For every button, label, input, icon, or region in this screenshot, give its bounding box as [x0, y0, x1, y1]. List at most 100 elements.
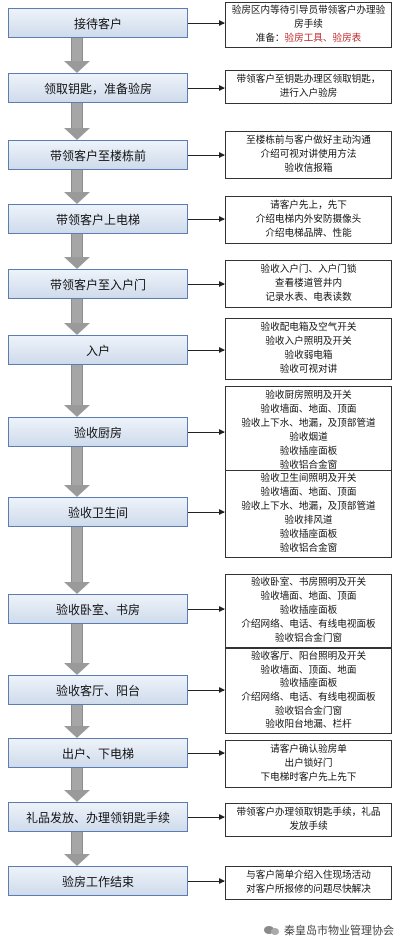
note-line: 验收弱电箱: [284, 350, 333, 361]
connector-arrow-icon: [188, 347, 225, 353]
note-bathroom: 验收卫生间照明及开关 验收墙面、地面、顶面 验收上下水、地漏，及顶部管道 验收排…: [225, 470, 392, 558]
note-line: 验收烟道: [289, 432, 328, 443]
note-to-door: 验收入户门、入户门锁 查看楼道管井内 记录水表、电表读数: [225, 260, 392, 308]
note-line: 发放手续: [289, 821, 328, 832]
note-line: 请客户先上，先下: [270, 200, 347, 211]
note-line: 验收上下水、地漏，及顶部管道: [241, 418, 376, 429]
flow-arrow-icon: [64, 170, 90, 204]
watermark-text: 秦皇岛市物业管理协会: [284, 924, 394, 937]
connector-arrow-icon: [188, 814, 225, 820]
flow-arrow-icon: [64, 299, 90, 335]
note-line: 进行入户验房: [279, 88, 338, 99]
step-box-enter: 入户: [8, 335, 188, 365]
note-line: 验收配电箱及空气开关: [260, 322, 357, 333]
note-line: 验收卧室、书房照明及开关: [250, 577, 367, 588]
note-line: 介绍网络、电话、有线电视面板: [241, 619, 376, 630]
note-line: 带领客户办理领取钥匙手续，礼品: [236, 807, 381, 818]
note-line: 介绍电梯内外安防摄像头: [255, 214, 362, 225]
note-line: 验收墙面、地面、顶面: [260, 487, 357, 498]
flow-arrow-icon: [64, 624, 90, 675]
note-line: 验收可视对讲: [279, 364, 338, 375]
note-get-keys: 带领客户至钥匙办理区领取钥匙， 进行入户验房: [225, 70, 392, 104]
note-line: 介绍可视对讲使用方法: [260, 149, 357, 160]
note-line: 验收卫生间照明及开关: [260, 473, 357, 484]
note-line: 验收铝合金门窗: [274, 633, 343, 644]
note-line: 介绍网络、电话、有线电视面板: [241, 692, 376, 703]
flow-arrow-icon: [64, 365, 90, 417]
note-keys-gifts: 带领客户办理领取钥匙手续，礼品 发放手续: [225, 803, 392, 837]
note-line: 验收上下水、地漏，及顶部管道: [241, 501, 376, 512]
note-line: 验收阳台地漏、栏杆: [265, 719, 352, 731]
wechat-icon: [264, 924, 280, 936]
prep-items: 验房工具、验房表: [284, 33, 362, 44]
note-reception: 验房区内等待引导员带领客户办理验房手续 准备：验房工具、验房表: [225, 2, 392, 48]
step-box-keys-gifts: 礼品发放、办理领钥匙手续: [8, 802, 188, 832]
note-line: 验收墙面、顶面、地面: [260, 664, 357, 676]
step-box-elevator: 带领客户上电梯: [8, 204, 188, 234]
step-box-bathroom: 验收卫生间: [8, 497, 188, 527]
connector-arrow-icon: [188, 85, 225, 91]
flow-arrow-icon: [64, 38, 90, 73]
note-line: 至楼栋前与客户做好主动沟通: [246, 135, 371, 146]
flow-arrow-icon: [64, 447, 90, 497]
connector-arrow-icon: [188, 20, 225, 26]
note-line-prep: 准备：验房工具、验房表: [228, 32, 389, 46]
note-end: 与客户简单介绍入住现场活动 对客户所报修的问题尽快解决: [225, 866, 392, 900]
note-line: 验收信报箱: [284, 163, 333, 174]
note-line: 查看楼道管井内: [274, 278, 343, 289]
note-line: 验收入户门、入户门锁: [260, 264, 357, 275]
step-box-get-keys: 领取钥匙，准备验房: [8, 73, 188, 103]
note-line: 请客户确认验房单: [270, 744, 347, 755]
note-line: 验收铝合金门窗: [274, 705, 343, 717]
note-line: 验收插座面板: [279, 529, 338, 540]
flow-arrow-icon: [64, 103, 90, 140]
note-line: 验收铝合金窗: [279, 460, 338, 471]
note-line: 验收铝合金窗: [279, 543, 338, 554]
note-living-room: 验收客厅、阳台照明及开关 验收墙面、顶面、地面 验收插座面板 介绍网络、电话、有…: [225, 648, 392, 734]
step-box-bedroom: 验收卧室、书房: [8, 594, 188, 624]
note-line: 记录水表、电表读数: [265, 292, 352, 303]
note-kitchen: 验收厨房照明及开关 验收墙面、地面、顶面 验收上下水、地漏，及顶部管道 验收烟道…: [225, 386, 392, 476]
note-line: 验收插座面板: [279, 605, 338, 616]
note-line: 介绍电梯品牌、性能: [265, 228, 352, 239]
note-line: 验收插座面板: [279, 446, 338, 457]
note-elevator: 请客户先上，先下 介绍电梯内外安防摄像头 介绍电梯品牌、性能: [225, 196, 392, 244]
note-line: 验收插座面板: [279, 678, 338, 690]
note-line: 验收墙面、地面、顶面: [260, 404, 357, 415]
step-box-exit: 出户、下电梯: [8, 738, 188, 768]
connector-arrow-icon: [188, 281, 225, 287]
note-line: 验房区内等待引导员带领客户办理验房手续: [231, 5, 386, 30]
connector-arrow-icon: [188, 878, 225, 884]
note-line: 下电梯时客户先上先下: [260, 772, 357, 783]
step-box-end: 验房工作结束: [8, 866, 188, 896]
step-box-to-door: 带领客户至入户门: [8, 269, 188, 299]
note-bedroom: 验收卧室、书房照明及开关 验收墙面、地面、顶面 验收插座面板 介绍网络、电话、有…: [225, 574, 392, 648]
flow-arrow-icon: [64, 705, 90, 738]
note-line: 与客户简单介绍入住现场活动: [246, 870, 371, 881]
note-line: 带领客户至钥匙办理区领取钥匙，: [236, 74, 381, 85]
step-box-reception: 接待客户: [8, 8, 188, 38]
note-line: 验收墙面、地面、顶面: [260, 591, 357, 602]
note-line: 出户锁好门: [284, 758, 333, 769]
flow-arrow-icon: [64, 832, 90, 866]
connector-arrow-icon: [188, 750, 225, 756]
connector-arrow-icon: [188, 509, 225, 515]
note-line: 验收客厅、阳台照明及开关: [250, 650, 367, 662]
connector-arrow-icon: [188, 152, 225, 158]
connector-arrow-icon: [188, 216, 225, 222]
note-line: 验收入户照明及开关: [265, 336, 352, 347]
note-line: 验收厨房照明及开关: [265, 390, 352, 401]
prep-label: 准备：: [255, 33, 285, 44]
note-enter: 验收配电箱及空气开关 验收入户照明及开关 验收弱电箱 验收可视对讲: [225, 318, 392, 380]
note-to-building: 至楼栋前与客户做好主动沟通 介绍可视对讲使用方法 验收信报箱: [225, 131, 392, 179]
step-box-living-room: 验收客厅、阳台: [8, 675, 188, 705]
flow-arrow-icon: [64, 768, 90, 802]
connector-arrow-icon: [188, 429, 225, 435]
connector-arrow-icon: [188, 606, 225, 612]
connector-arrow-icon: [188, 687, 225, 693]
flow-arrow-icon: [64, 234, 90, 269]
watermark: 秦皇岛市物业管理协会: [264, 922, 394, 938]
note-line: 对客户所报修的问题尽快解决: [246, 884, 371, 895]
note-exit: 请客户确认验房单 出户锁好门 下电梯时客户先上先下: [225, 740, 392, 788]
